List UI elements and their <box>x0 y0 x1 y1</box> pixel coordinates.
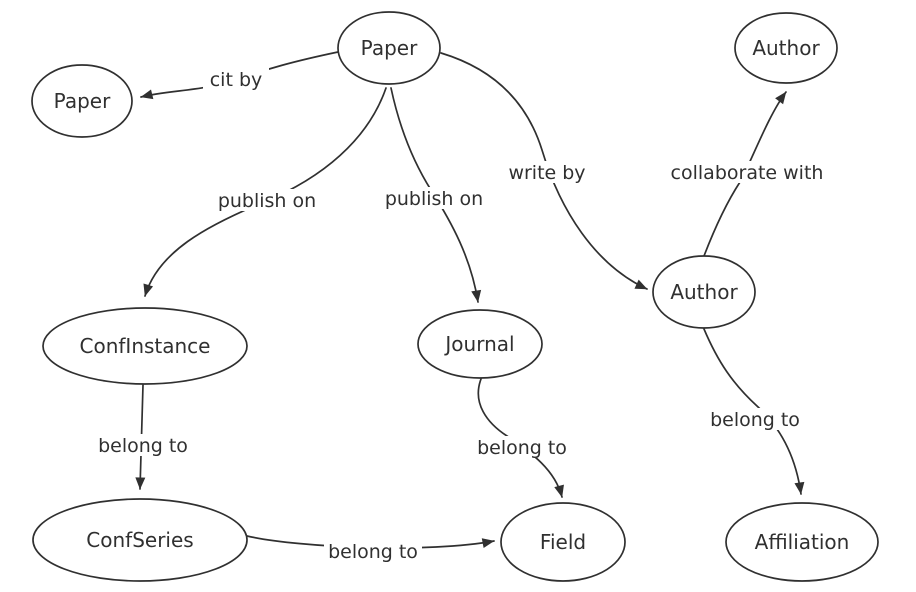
edge-label-group: cit by publish on publish on write by co… <box>94 68 833 563</box>
node-conf-series-shape <box>32 498 248 582</box>
node-journal: Journal <box>417 309 543 379</box>
node-author-collab: Author <box>734 12 838 84</box>
node-field-shape <box>500 502 626 582</box>
node-affiliation-label: Affiliation <box>755 530 850 554</box>
edge-label-cit-by: cit by <box>203 68 269 91</box>
edge-label-belong-to-field-journal: belong to <box>473 436 571 459</box>
edge-label-bg <box>213 189 321 211</box>
edge-label-belong-to-affiliation: belong to <box>706 408 804 431</box>
edge-label-bg <box>324 540 422 562</box>
edge-label-publish-on-right: publish on <box>380 187 488 210</box>
edge-label-text: write by <box>508 162 585 184</box>
node-affiliation-shape <box>725 502 879 582</box>
node-paper-cited: Paper <box>31 64 133 138</box>
edge-label-text: publish on <box>385 188 483 210</box>
node-paper-cited-label: Paper <box>54 89 111 113</box>
node-paper-main-label: Paper <box>361 36 418 60</box>
edge-label-publish-on-left: publish on <box>213 189 321 212</box>
node-conf-instance-label: ConfInstance <box>80 334 211 358</box>
edge-label-collaborate-with: collaborate with <box>661 161 833 184</box>
node-author-main-shape <box>652 255 756 329</box>
edge-label-belong-to-confseries: belong to <box>94 434 192 457</box>
node-conf-series: ConfSeries <box>32 498 248 582</box>
edge-label-belong-to-field-confseries: belong to <box>324 540 422 563</box>
edge-label-bg <box>501 161 593 183</box>
edge-label-write-by: write by <box>501 161 593 184</box>
node-paper-cited-shape <box>31 64 133 138</box>
edge-label-text: belong to <box>477 437 567 459</box>
node-conf-instance: ConfInstance <box>42 307 248 385</box>
node-paper-main: Paper <box>337 11 441 85</box>
node-author-collab-shape <box>734 12 838 84</box>
edge-label-text: belong to <box>328 541 418 563</box>
edge-label-text: publish on <box>218 190 316 212</box>
node-journal-label: Journal <box>443 332 514 356</box>
node-author-collab-label: Author <box>752 36 820 60</box>
edge-write-by <box>440 52 648 290</box>
node-journal-shape <box>417 309 543 379</box>
edge-belong-to-affiliation <box>703 328 805 495</box>
node-affiliation: Affiliation <box>725 502 879 582</box>
node-author-main-label: Author <box>670 280 738 304</box>
node-field: Field <box>500 502 626 582</box>
edge-label-bg <box>380 187 488 209</box>
edge-label-bg <box>473 436 571 458</box>
edge-label-text: belong to <box>98 435 188 457</box>
node-conf-instance-shape <box>42 307 248 385</box>
node-field-label: Field <box>540 530 586 554</box>
edge-label-text: belong to <box>710 409 800 431</box>
node-conf-series-label: ConfSeries <box>86 528 193 552</box>
edge-label-text: collaborate with <box>671 162 824 184</box>
edge-label-bg <box>661 161 833 183</box>
node-paper-main-shape <box>337 11 441 85</box>
edge-label-bg <box>203 68 269 90</box>
edge-label-bg <box>706 408 804 430</box>
edge-label-text: cit by <box>210 69 263 91</box>
edge-label-bg <box>94 434 192 456</box>
node-author-main: Author <box>652 255 756 329</box>
